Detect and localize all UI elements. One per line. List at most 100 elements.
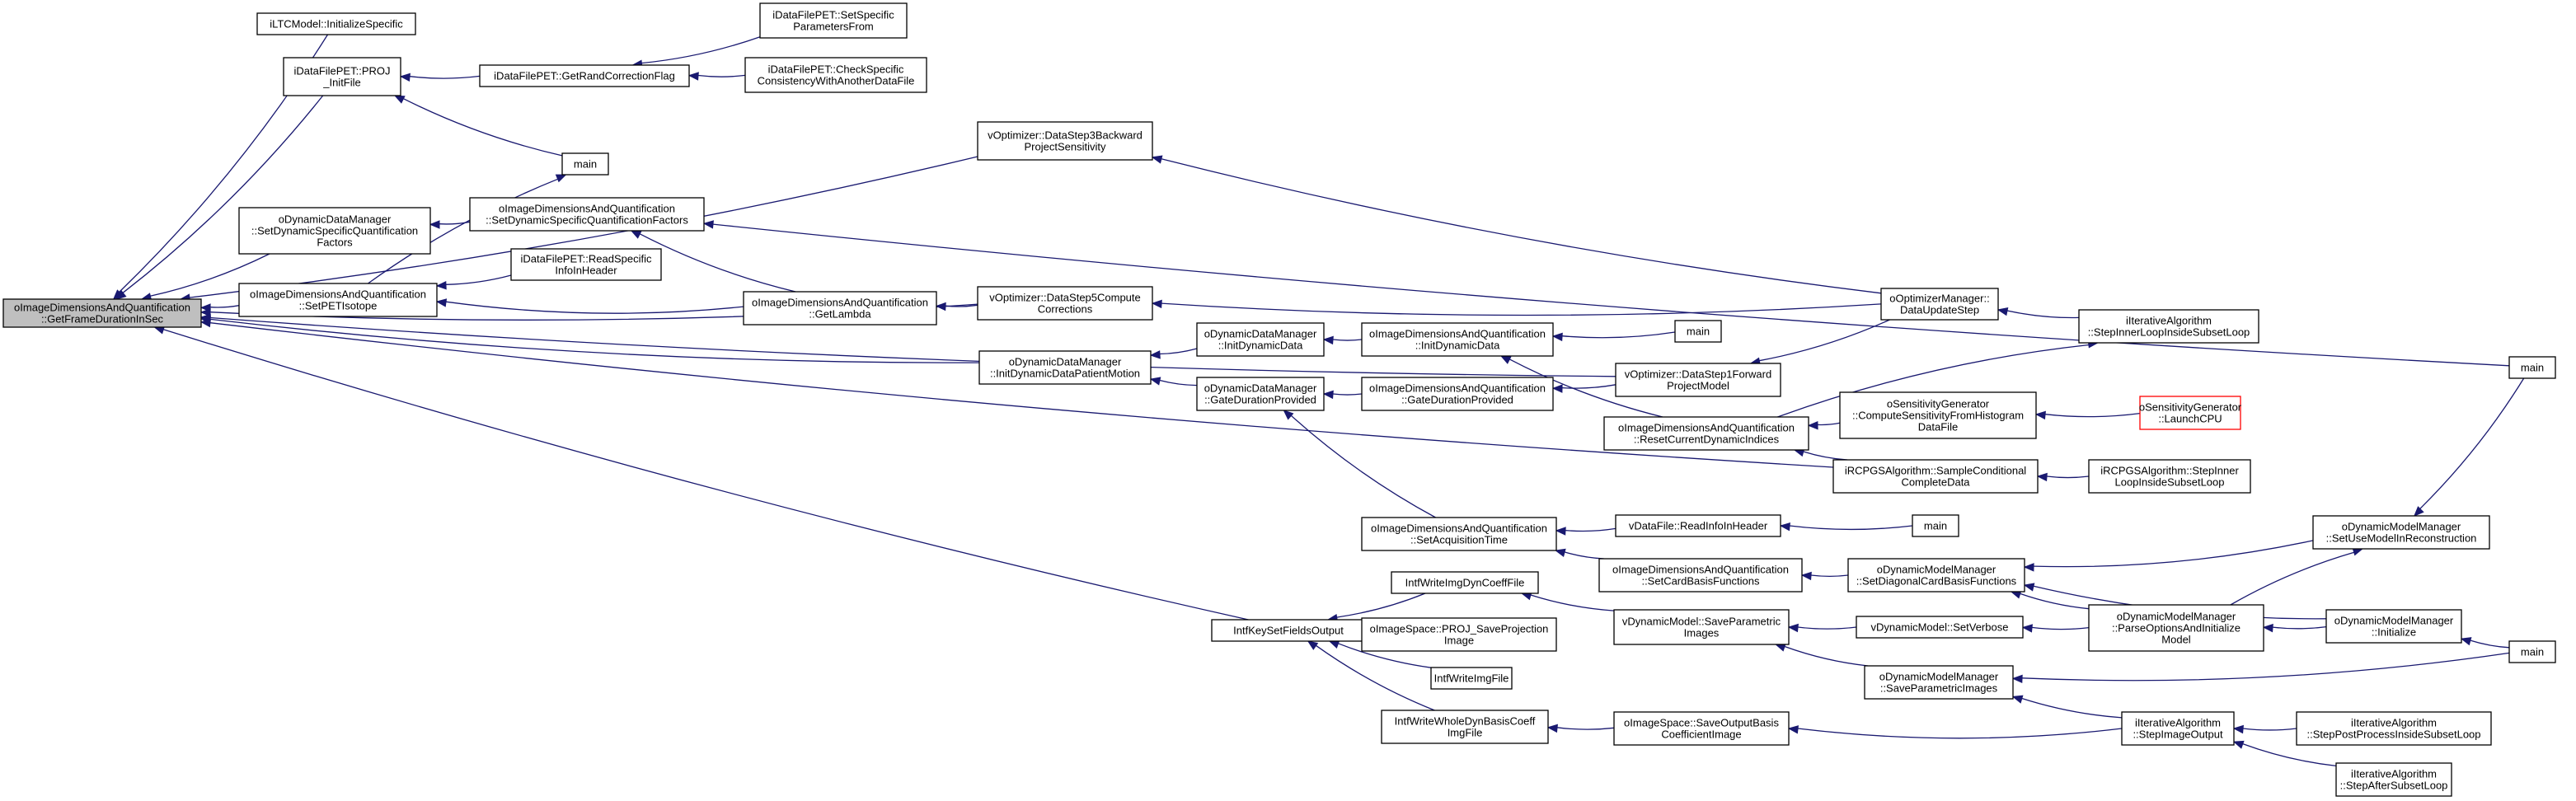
node-box[interactable] (1361, 322, 1554, 357)
node-box[interactable] (1615, 514, 1781, 537)
node-box[interactable] (2121, 711, 2235, 746)
node-n-vread[interactable]: vDataFile::ReadInfoInHeader (1615, 514, 1781, 537)
node-box[interactable] (238, 283, 438, 317)
node-box[interactable] (1598, 558, 1803, 593)
node-box[interactable] (1615, 363, 1781, 397)
node-n-vdmverb[interactable]: vDynamicModel::SetVerbose (1856, 616, 2024, 639)
node-n-launch[interactable]: oSensitivityGenerator::LaunchCPU (2139, 396, 2242, 430)
node-n-wrimg[interactable]: IntfWriteImgFile (1430, 667, 1513, 690)
node-box[interactable] (2508, 640, 2556, 663)
node-box[interactable] (2, 298, 202, 328)
node-box[interactable] (1361, 517, 1557, 551)
node-box[interactable] (977, 121, 1153, 161)
node-n-grcf[interactable]: iDataFilePET::GetRandCorrectionFlag (479, 64, 690, 87)
node-box[interactable] (1613, 711, 1790, 746)
node-box[interactable] (2088, 459, 2251, 494)
node-box[interactable] (2508, 356, 2556, 379)
node-n-proj[interactable]: iDataFilePET::PROJ_InitFile (283, 57, 401, 96)
node-box[interactable] (2078, 309, 2259, 344)
node-n-vdmsave[interactable]: vDynamicModel::SaveParametricImages (1613, 609, 1790, 645)
node-box[interactable] (1381, 710, 1549, 744)
node-box[interactable] (2312, 515, 2490, 550)
node-box[interactable] (1912, 514, 1959, 537)
node-box[interactable] (1196, 322, 1325, 357)
node-box[interactable] (1391, 571, 1539, 594)
node-n-main-r[interactable]: main (2508, 356, 2556, 379)
node-n-main1[interactable]: main (561, 152, 609, 176)
node-n-rcpgs2[interactable]: iRCPGSAlgorithm::StepInnerLoopInsideSubs… (2088, 459, 2251, 494)
node-box[interactable] (479, 64, 690, 87)
node-n-init[interactable]: iLTCModel::InitializeSpecific (256, 12, 416, 35)
node-box[interactable] (2296, 711, 2492, 746)
node-box[interactable] (1832, 459, 2039, 494)
node-n-iaimg[interactable]: iIterativeAlgorithm::StepImageOutput (2121, 711, 2235, 746)
node-n-rcpgs[interactable]: iRCPGSAlgorithm::SampleConditionalComple… (1832, 459, 2039, 494)
node-box[interactable] (1196, 377, 1325, 411)
node-n-dgate[interactable]: oDynamicDataManager::GateDurationProvide… (1196, 377, 1325, 411)
node-box[interactable] (1856, 616, 2024, 639)
node-box[interactable] (510, 248, 662, 281)
node-box[interactable] (1839, 391, 2037, 439)
node-box[interactable] (1211, 619, 1366, 642)
node-box[interactable] (1880, 288, 1999, 321)
node-n-setacq[interactable]: oImageDimensionsAndQuantification::SetAc… (1361, 517, 1557, 551)
node-box[interactable] (744, 57, 927, 93)
node-n-iapost[interactable]: iIterativeAlgorithm::StepPostProcessInsi… (2296, 711, 2492, 746)
node-box[interactable] (238, 207, 431, 255)
node-box[interactable] (1603, 416, 1809, 451)
node-n-dmsetuse[interactable]: oDynamicModelManager::SetUseModelInRecon… (2312, 515, 2490, 550)
node-n-dmparse[interactable]: oDynamicModelManager::ParseOptionsAndIni… (2088, 604, 2264, 652)
node-n-dinitdyn[interactable]: oDynamicDataManager::InitDynamicData (1196, 322, 1325, 357)
node-n-optdus[interactable]: oOptimizerManager::DataUpdateStep (1880, 288, 1999, 321)
node-n-setcard[interactable]: oImageDimensionsAndQuantification::SetCa… (1598, 558, 1803, 593)
node-n-main4[interactable]: main (2508, 640, 2556, 663)
node-box[interactable] (1361, 377, 1554, 411)
node-n-reset[interactable]: oImageDimensionsAndQuantification::Reset… (1603, 416, 1809, 451)
node-box[interactable] (759, 2, 908, 39)
node-box[interactable] (561, 152, 609, 176)
node-n-main2[interactable]: main (1674, 320, 1722, 343)
node-n-dsetdyn[interactable]: oDynamicDataManager::SetDynamicSpecificQ… (238, 207, 431, 255)
node-box[interactable] (283, 57, 401, 96)
node-n-main3[interactable]: main (1912, 514, 1959, 537)
node-box[interactable] (2139, 396, 2241, 430)
node-box[interactable] (978, 350, 1152, 385)
node-box[interactable] (743, 291, 937, 326)
node-n-initdpm[interactable]: oDynamicDataManager::InitDynamicDataPati… (978, 350, 1152, 385)
node-n-wrdyn[interactable]: IntfWriteImgDynCoeffFile (1391, 571, 1539, 594)
node-box[interactable] (1361, 617, 1557, 652)
node-n-setpet[interactable]: oImageDimensionsAndQuantification::SetPE… (238, 283, 438, 317)
node-n-iaafter[interactable]: iIterativeAlgorithm::StepAfterSubsetLoop (2335, 762, 2452, 797)
node-n-dmsetdiag[interactable]: oDynamicModelManager::SetDiagonalCardBas… (1847, 558, 2025, 593)
node-box[interactable] (2335, 762, 2452, 797)
node-box[interactable] (977, 286, 1153, 321)
node-box[interactable] (2325, 609, 2462, 644)
node-n-igate[interactable]: oImageDimensionsAndQuantification::GateD… (1361, 377, 1554, 411)
node-box[interactable] (1847, 558, 2025, 593)
node-n-iastep[interactable]: iIterativeAlgorithm::StepInnerLoopInside… (2078, 309, 2259, 344)
node-n-intfkey[interactable]: IntfKeySetFieldsOutput (1211, 619, 1366, 642)
node-n-checkcons[interactable]: iDataFilePET::CheckSpecificConsistencyWi… (744, 57, 927, 93)
node-box[interactable] (1613, 609, 1790, 645)
node-root[interactable]: oImageDimensionsAndQuantification::GetFr… (2, 298, 202, 328)
node-n-idsetdyn[interactable]: oImageDimensionsAndQuantification::SetDy… (469, 197, 705, 232)
node-box[interactable] (1674, 320, 1722, 343)
node-box[interactable] (2088, 604, 2264, 652)
node-box[interactable] (469, 197, 705, 232)
node-n-ds3[interactable]: vOptimizer::DataStep3BackwardProjectSens… (977, 121, 1153, 161)
node-n-lambda[interactable]: oImageDimensionsAndQuantification::GetLa… (743, 291, 937, 326)
node-n-dminit[interactable]: oDynamicModelManager::Initialize (2325, 609, 2462, 644)
node-n-sens[interactable]: oSensitivityGenerator::ComputeSensitivit… (1839, 391, 2037, 439)
node-box[interactable] (1864, 665, 2014, 700)
node-n-odmsave[interactable]: oDynamicModelManager::SaveParametricImag… (1864, 665, 2014, 700)
node-box[interactable] (256, 12, 416, 35)
node-n-saveout[interactable]: oImageSpace::SaveOutputBasisCoefficientI… (1613, 711, 1790, 746)
node-box[interactable] (1430, 667, 1513, 690)
node-n-iinitdyn[interactable]: oImageDimensionsAndQuantification::InitD… (1361, 322, 1554, 357)
